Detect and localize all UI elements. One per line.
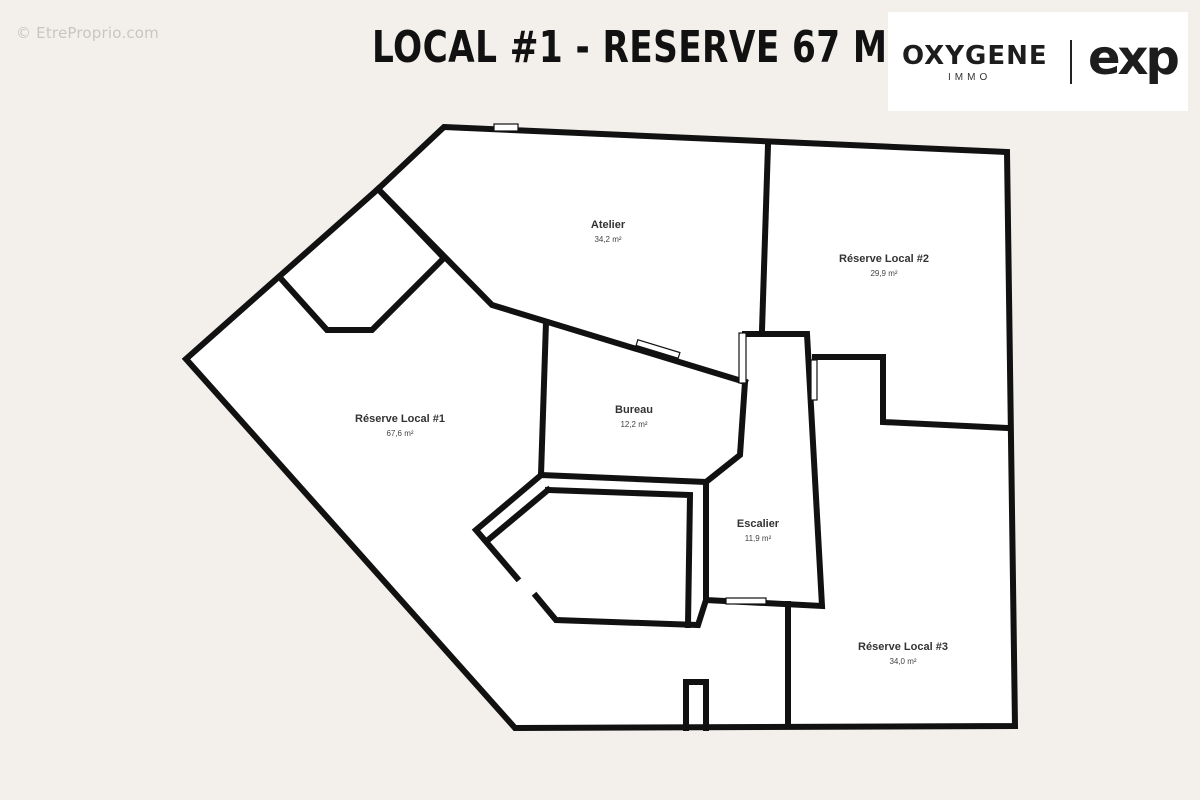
brand-name: OXYGENE bbox=[902, 41, 1048, 71]
floor-area bbox=[186, 127, 1015, 728]
watermark: © EtreProprio.com bbox=[16, 24, 159, 42]
window-escalier-bottom bbox=[725, 597, 767, 605]
bureau-left-wall bbox=[537, 318, 550, 479]
pillar-wall bbox=[683, 679, 709, 731]
room-label-reserve-3: Réserve Local #3 bbox=[858, 641, 948, 653]
room-label-escalier: Escalier bbox=[737, 518, 780, 530]
room-labels: Atelier 34,2 m² Réserve Local #2 29,9 m²… bbox=[355, 219, 948, 666]
room-area-reserve-1: 67,6 m² bbox=[386, 429, 413, 438]
logo-divider bbox=[1070, 40, 1072, 84]
openings bbox=[493, 123, 818, 605]
partner-logo: exp bbox=[1088, 30, 1180, 86]
reserve3-top-wall bbox=[812, 354, 1011, 432]
window-escalier bbox=[738, 332, 747, 384]
page-title: LOCAL #1 - RESERVE 67 M² bbox=[372, 22, 903, 73]
room-label-bureau: Bureau bbox=[615, 404, 653, 416]
room-label-reserve-1: Réserve Local #1 bbox=[355, 413, 445, 425]
room-area-reserve-3: 34,0 m² bbox=[889, 657, 916, 666]
room-area-escalier: 11,9 m² bbox=[745, 534, 772, 543]
room-label-atelier: Atelier bbox=[591, 219, 626, 231]
atelier-reserve2-wall bbox=[758, 141, 772, 334]
brand-subtitle: IMMO bbox=[948, 72, 992, 83]
escalier-wall bbox=[703, 331, 826, 610]
room-label-reserve-2: Réserve Local #2 bbox=[839, 253, 929, 265]
bureau-right-wall bbox=[701, 378, 749, 487]
inner-room-wall-lower bbox=[531, 591, 710, 629]
room-area-bureau: 12,2 m² bbox=[620, 420, 647, 429]
window-bureau bbox=[635, 338, 681, 360]
walls bbox=[181, 123, 1019, 732]
atelier-wall bbox=[373, 184, 749, 386]
window-reserve3 bbox=[810, 359, 818, 401]
inner-room-inner-wall bbox=[544, 486, 694, 629]
bureau-bottom-wall bbox=[537, 471, 710, 486]
inner-room-wall bbox=[471, 471, 545, 583]
window-top bbox=[493, 123, 519, 132]
inner-room-diagonal bbox=[483, 485, 553, 545]
room-area-reserve-2: 29,9 m² bbox=[870, 269, 897, 278]
room-area-atelier: 34,2 m² bbox=[594, 235, 621, 244]
brand-logo: OXYGENE IMMO exp bbox=[888, 12, 1188, 111]
